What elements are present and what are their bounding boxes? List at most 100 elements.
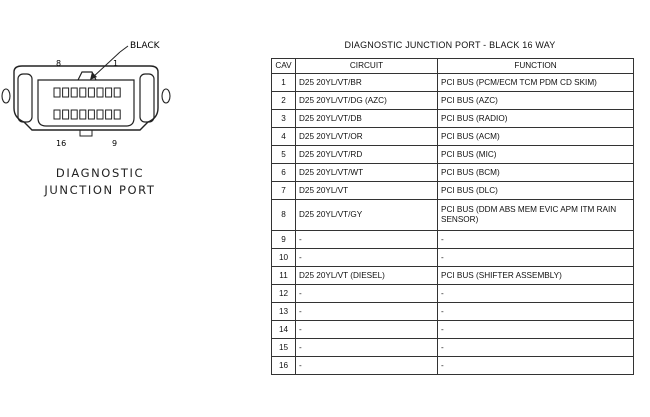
- cell-cav: 12: [271, 284, 296, 303]
- cell-function: -: [437, 230, 634, 249]
- port-caption-line1: DIAGNOSTIC: [55, 166, 145, 180]
- pin-label-16: 16: [56, 139, 66, 148]
- cell-circuit: -: [295, 302, 438, 321]
- pin-cavity: [79, 87, 87, 98]
- pin-cavity: [113, 109, 121, 120]
- table-title: DIAGNOSTIC JUNCTION PORT - BLACK 16 WAY: [344, 40, 556, 50]
- cell-circuit: D25 20YL/VT/BR: [295, 73, 438, 92]
- cell-circuit: D25 20YL/VT/RD: [295, 145, 438, 164]
- pin-cavity: [105, 87, 113, 98]
- table-row: 15--: [271, 338, 634, 357]
- header-function: FUNCTION: [437, 58, 634, 74]
- pin-cavities-top-row: [53, 87, 121, 98]
- pin-label-9: 9: [112, 139, 117, 148]
- pin-cavity: [113, 87, 121, 98]
- cell-function: -: [437, 302, 634, 321]
- cell-function: -: [437, 356, 634, 375]
- cell-circuit: D25 20YL/VT/GY: [295, 199, 438, 231]
- cell-circuit: -: [295, 338, 438, 357]
- cell-circuit: -: [295, 248, 438, 267]
- cell-circuit: D25 20YL/VT (DIESEL): [295, 266, 438, 285]
- table-row: 14--: [271, 320, 634, 339]
- cell-cav: 3: [271, 109, 296, 128]
- pin-cavity: [62, 87, 70, 98]
- cell-cav: 11: [271, 266, 296, 285]
- header-circuit: CIRCUIT: [295, 58, 438, 74]
- cell-cav: 8: [271, 199, 296, 231]
- pin-cavity: [96, 109, 104, 120]
- cell-function: PCI BUS (DDM ABS MEM EVIC APM ITM RAIN S…: [437, 199, 634, 231]
- cell-cav: 1: [271, 73, 296, 92]
- cell-cav: 5: [271, 145, 296, 164]
- pin-cavity: [53, 87, 61, 98]
- cell-cav: 4: [271, 127, 296, 146]
- cell-function: PCI BUS (SHIFTER ASSEMBLY): [437, 266, 634, 285]
- callout-arrowhead: [90, 72, 97, 80]
- cell-cav: 16: [271, 356, 296, 375]
- callout-leader-line: [91, 51, 121, 79]
- callout-label: BLACK: [130, 41, 161, 51]
- cell-function: -: [437, 338, 634, 357]
- cell-circuit: -: [295, 230, 438, 249]
- connector-housing: [13, 65, 159, 131]
- cell-function: PCI BUS (BCM): [437, 163, 634, 182]
- cell-function: PCI BUS (PCM/ECM TCM PDM CD SKIM): [437, 73, 634, 92]
- callout-shelf: [119, 45, 129, 53]
- cell-circuit: -: [295, 320, 438, 339]
- pin-cavities-bottom-row: [53, 109, 121, 120]
- pin-cavity: [79, 109, 87, 120]
- pin-label-8: 8: [56, 59, 61, 68]
- cell-function: -: [437, 248, 634, 267]
- table-row: 12--: [271, 284, 634, 303]
- cell-circuit: D25 20YL/VT/DB: [295, 109, 438, 128]
- cell-cav: 15: [271, 338, 296, 357]
- cell-cav: 14: [271, 320, 296, 339]
- connector-latch: [79, 129, 93, 137]
- mounting-hole-left: [1, 88, 11, 104]
- cell-cav: 9: [271, 230, 296, 249]
- table-header-row: CAV CIRCUIT FUNCTION: [271, 58, 634, 74]
- cell-circuit: D25 20YL/VT: [295, 181, 438, 200]
- cell-function: PCI BUS (MIC): [437, 145, 634, 164]
- mounting-hole-right: [161, 88, 171, 104]
- pin-cavity: [70, 87, 78, 98]
- connector-left-tab: [17, 73, 33, 123]
- cell-function: PCI BUS (DLC): [437, 181, 634, 200]
- cell-function: PCI BUS (ACM): [437, 127, 634, 146]
- table-row: 9--: [271, 230, 634, 249]
- pin-cavity: [62, 109, 70, 120]
- pin-cavity: [105, 109, 113, 120]
- cell-function: PCI BUS (RADIO): [437, 109, 634, 128]
- cell-cav: 6: [271, 163, 296, 182]
- pin-cavity: [87, 87, 95, 98]
- cell-cav: 13: [271, 302, 296, 321]
- cell-function: PCI BUS (AZC): [437, 91, 634, 110]
- table-row: 16--: [271, 356, 634, 375]
- cell-cav: 10: [271, 248, 296, 267]
- cell-circuit: -: [295, 356, 438, 375]
- cell-circuit: D25 20YL/VT/OR: [295, 127, 438, 146]
- connector-diagram: BLACK 8 1 16 9: [1, 41, 171, 148]
- pin-label-1: 1: [113, 59, 118, 68]
- table-row: 10--: [271, 248, 634, 267]
- port-caption-line2: JUNCTION PORT: [44, 183, 156, 197]
- pin-cavity: [70, 109, 78, 120]
- cell-function: -: [437, 284, 634, 303]
- cell-circuit: -: [295, 284, 438, 303]
- table-row: 13--: [271, 302, 634, 321]
- connector-cavity-body: [37, 79, 135, 127]
- pin-cavity: [53, 109, 61, 120]
- header-cav: CAV: [271, 58, 296, 74]
- cell-function: -: [437, 320, 634, 339]
